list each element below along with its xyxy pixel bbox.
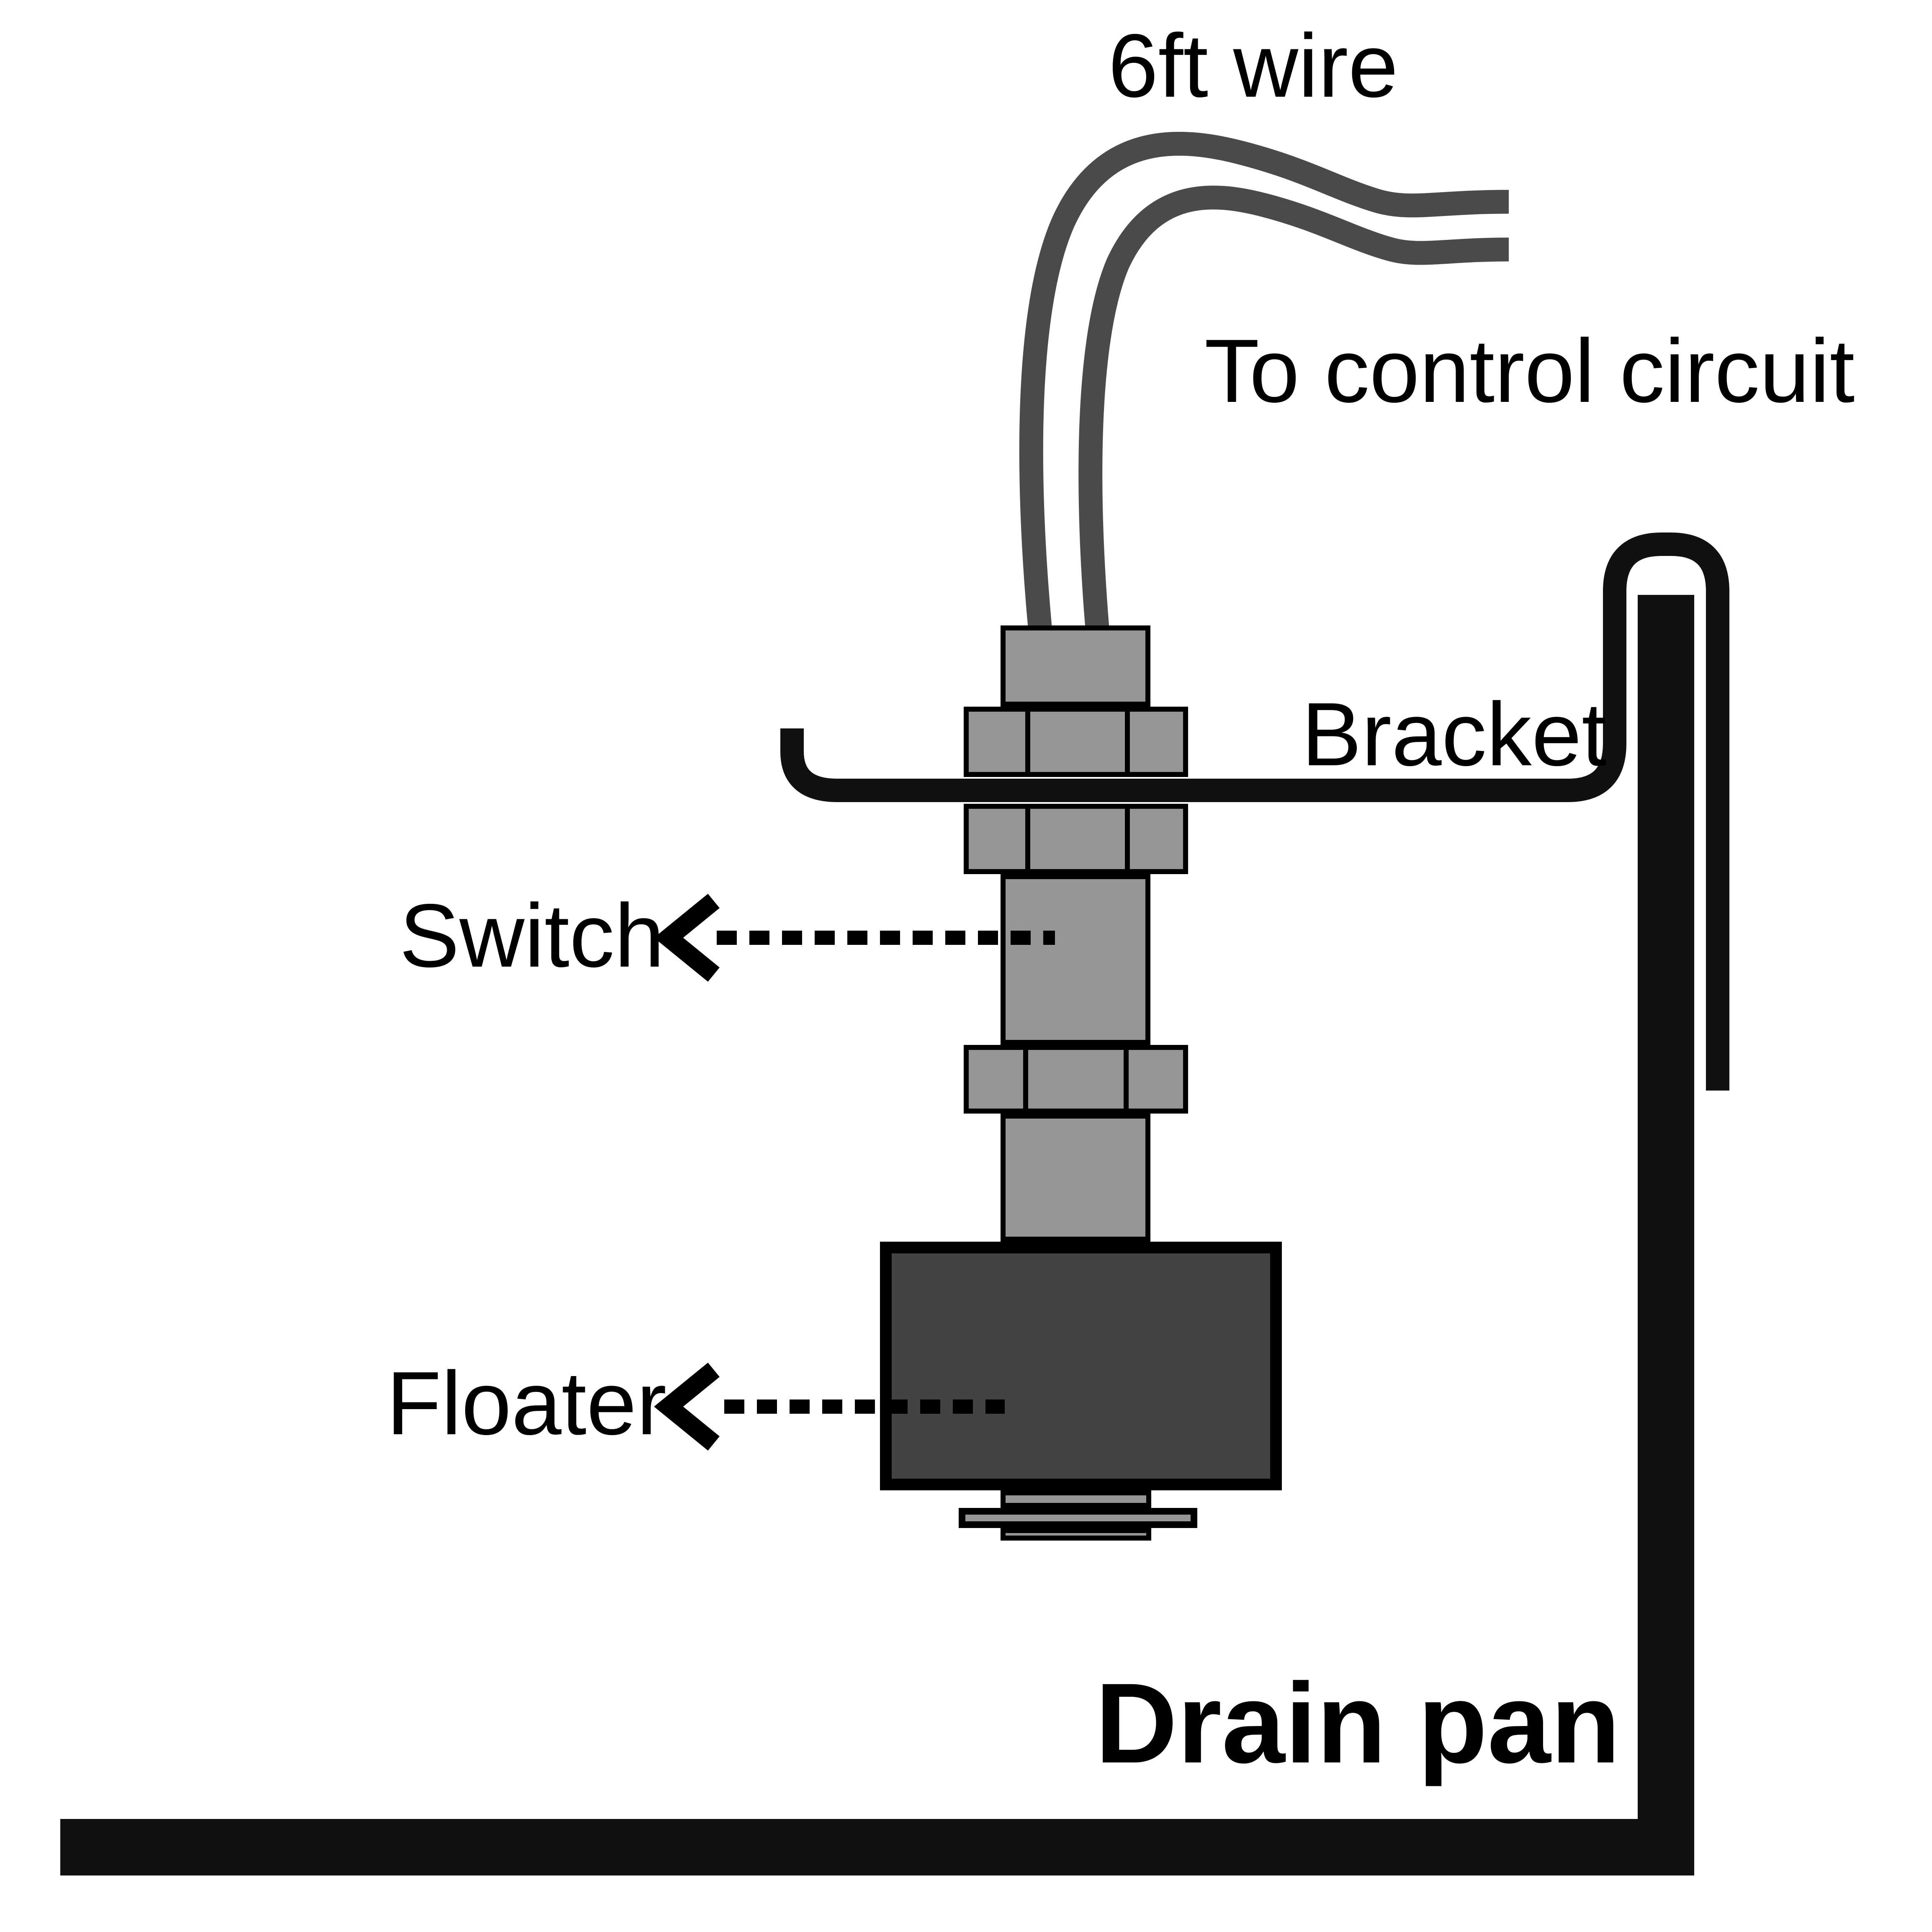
label-switch: Switch bbox=[399, 885, 664, 986]
floater-arrowhead-icon bbox=[654, 1362, 720, 1451]
stem-top-cap bbox=[1001, 625, 1150, 707]
switch-body-cylinder bbox=[1001, 874, 1150, 1045]
wire-pair bbox=[1019, 131, 1509, 709]
floater-assembly bbox=[880, 1242, 1282, 1541]
label-6ft-wire: 6ft wire bbox=[1108, 15, 1398, 116]
floater-callout-arrow bbox=[654, 1362, 1005, 1451]
floater-end-tab bbox=[1001, 1528, 1151, 1541]
hex-nut-lower bbox=[964, 804, 1188, 874]
bracket-shape bbox=[780, 533, 1729, 1091]
switch-stem bbox=[964, 625, 1188, 1242]
drain-pan-wall bbox=[1638, 595, 1694, 1875]
wire-right bbox=[1078, 185, 1509, 709]
drain-pan bbox=[60, 595, 1694, 1875]
label-to-control-circuit: To control circuit bbox=[1204, 320, 1855, 421]
hex-nut-mid bbox=[964, 1045, 1188, 1114]
wire-left bbox=[1019, 131, 1509, 709]
label-bracket: Bracket bbox=[1302, 684, 1607, 785]
floater-body bbox=[880, 1242, 1282, 1490]
stem-lower-cylinder bbox=[1001, 1114, 1150, 1242]
hex-nut-upper bbox=[964, 707, 1188, 777]
floater-stem-below bbox=[1001, 1490, 1151, 1508]
switch-callout-arrow bbox=[654, 893, 1055, 982]
floater-stop-disc bbox=[959, 1508, 1197, 1528]
label-floater: Floater bbox=[386, 1353, 666, 1454]
drain-pan-floor bbox=[60, 1819, 1694, 1875]
switch-arrowhead-icon bbox=[654, 893, 720, 982]
label-drain-pan: Drain pan bbox=[1095, 1659, 1620, 1788]
